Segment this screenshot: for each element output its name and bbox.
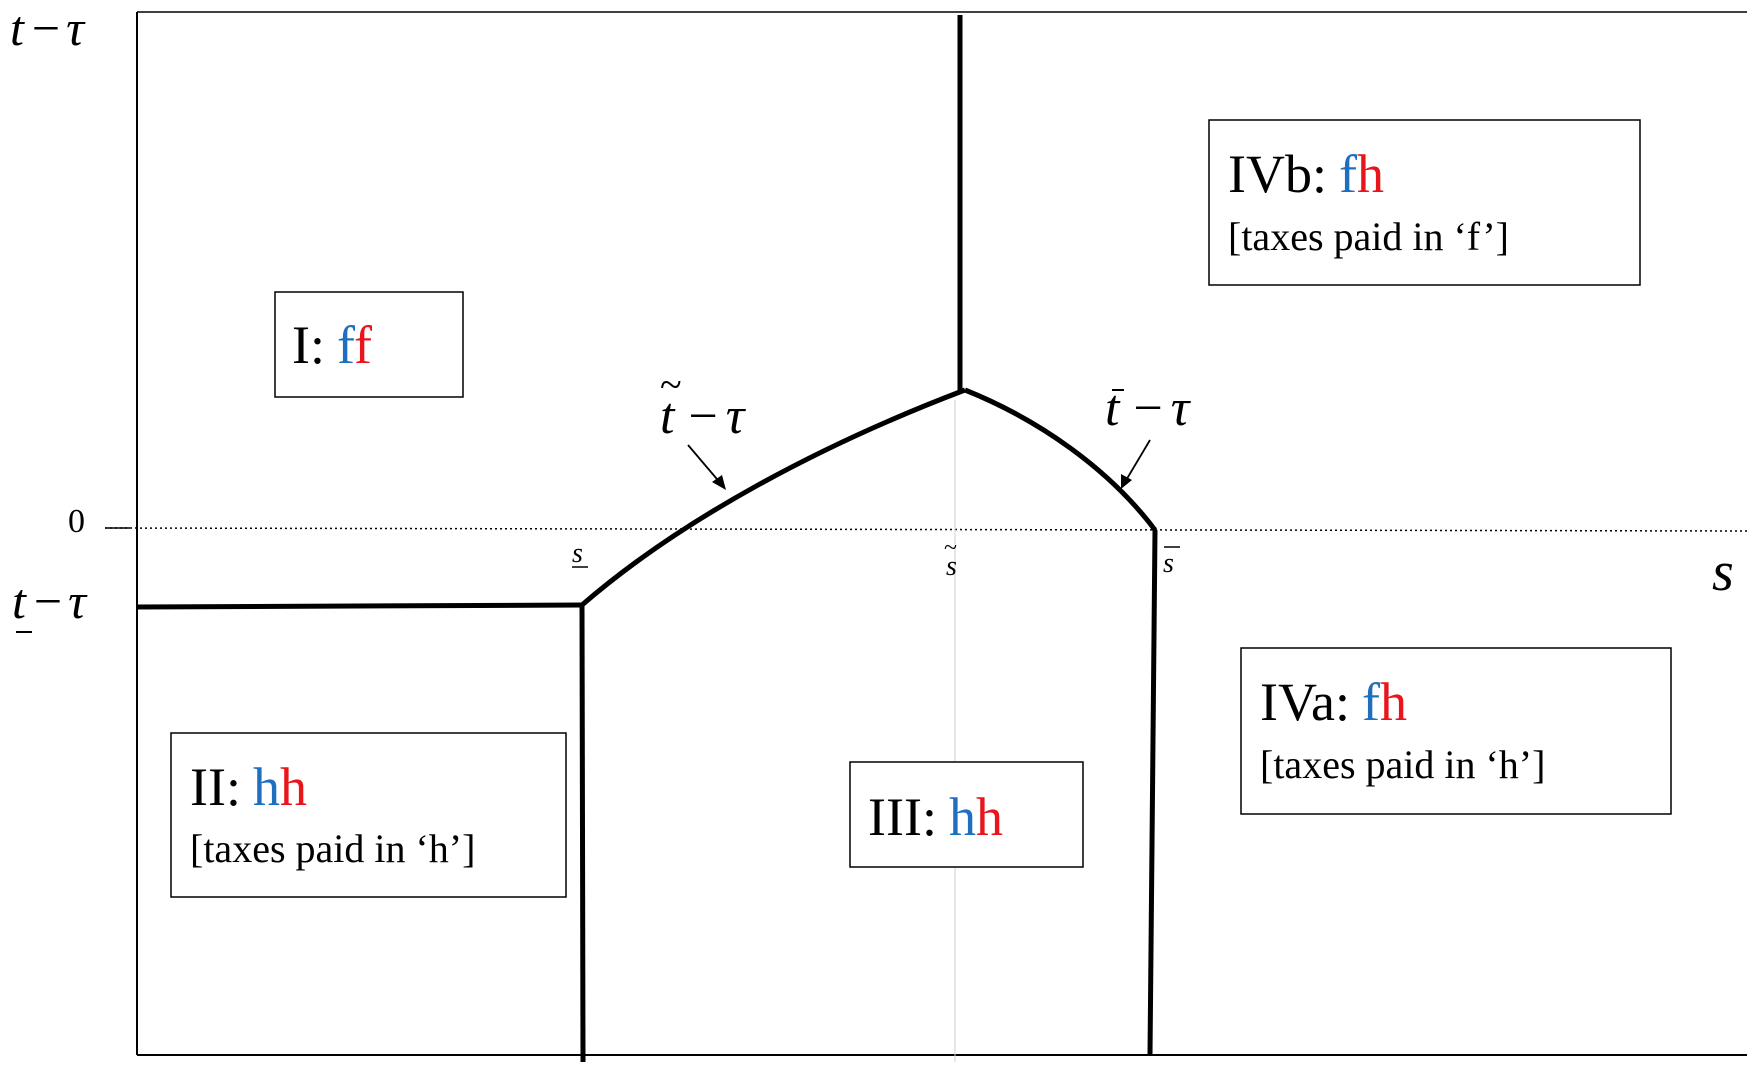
tick-s-bar: s <box>1163 548 1174 579</box>
region-II-note: [taxes paid in ‘h’] <box>190 826 475 871</box>
zero-label: 0 <box>68 503 85 540</box>
boundary-s-bar <box>1147 529 1158 1056</box>
label-t-bar: t−τ <box>1105 380 1192 437</box>
boundary-s-low <box>579 604 586 1063</box>
label-t-tilde: t−τ <box>660 388 747 445</box>
region-IVa-label: IVa:fh <box>1260 672 1407 732</box>
curve-t-tilde <box>580 387 966 607</box>
zero-line <box>104 527 1747 532</box>
arrow-t-bar-head <box>1121 474 1132 489</box>
tick-s-tilde: s <box>946 551 957 582</box>
region-III-label: III:hh <box>868 787 1003 847</box>
region-IVb-box <box>1208 119 1641 286</box>
region-IVa-note: [taxes paid in ‘h’] <box>1260 742 1545 787</box>
region-II-box <box>170 732 567 898</box>
region-IVb-note: [taxes paid in ‘f’] <box>1228 214 1509 259</box>
arrow-t-tilde <box>687 444 723 486</box>
curve-t-bar <box>964 387 1157 532</box>
y-label-low: t−τ <box>12 573 88 629</box>
boundary-t-low <box>136 602 583 610</box>
x-axis-label: s <box>1712 541 1734 603</box>
region-III-box <box>849 761 1084 868</box>
region-II-label: II:hh <box>190 757 307 817</box>
tick-s-low: s <box>572 538 583 569</box>
label-t-tilde-tilde: ~ <box>660 362 682 407</box>
y-label-top: t−τ <box>10 0 86 56</box>
region-I-label: I:ff <box>292 315 372 375</box>
region-IVa-box <box>1240 647 1672 815</box>
arrow-t-bar <box>1124 439 1151 483</box>
region-IVb-label: IVb:fh <box>1228 144 1384 204</box>
arrow-t-tilde-head <box>712 475 726 490</box>
tick-s-tilde-tilde: ~ <box>944 535 957 561</box>
region-I-box <box>274 291 464 398</box>
